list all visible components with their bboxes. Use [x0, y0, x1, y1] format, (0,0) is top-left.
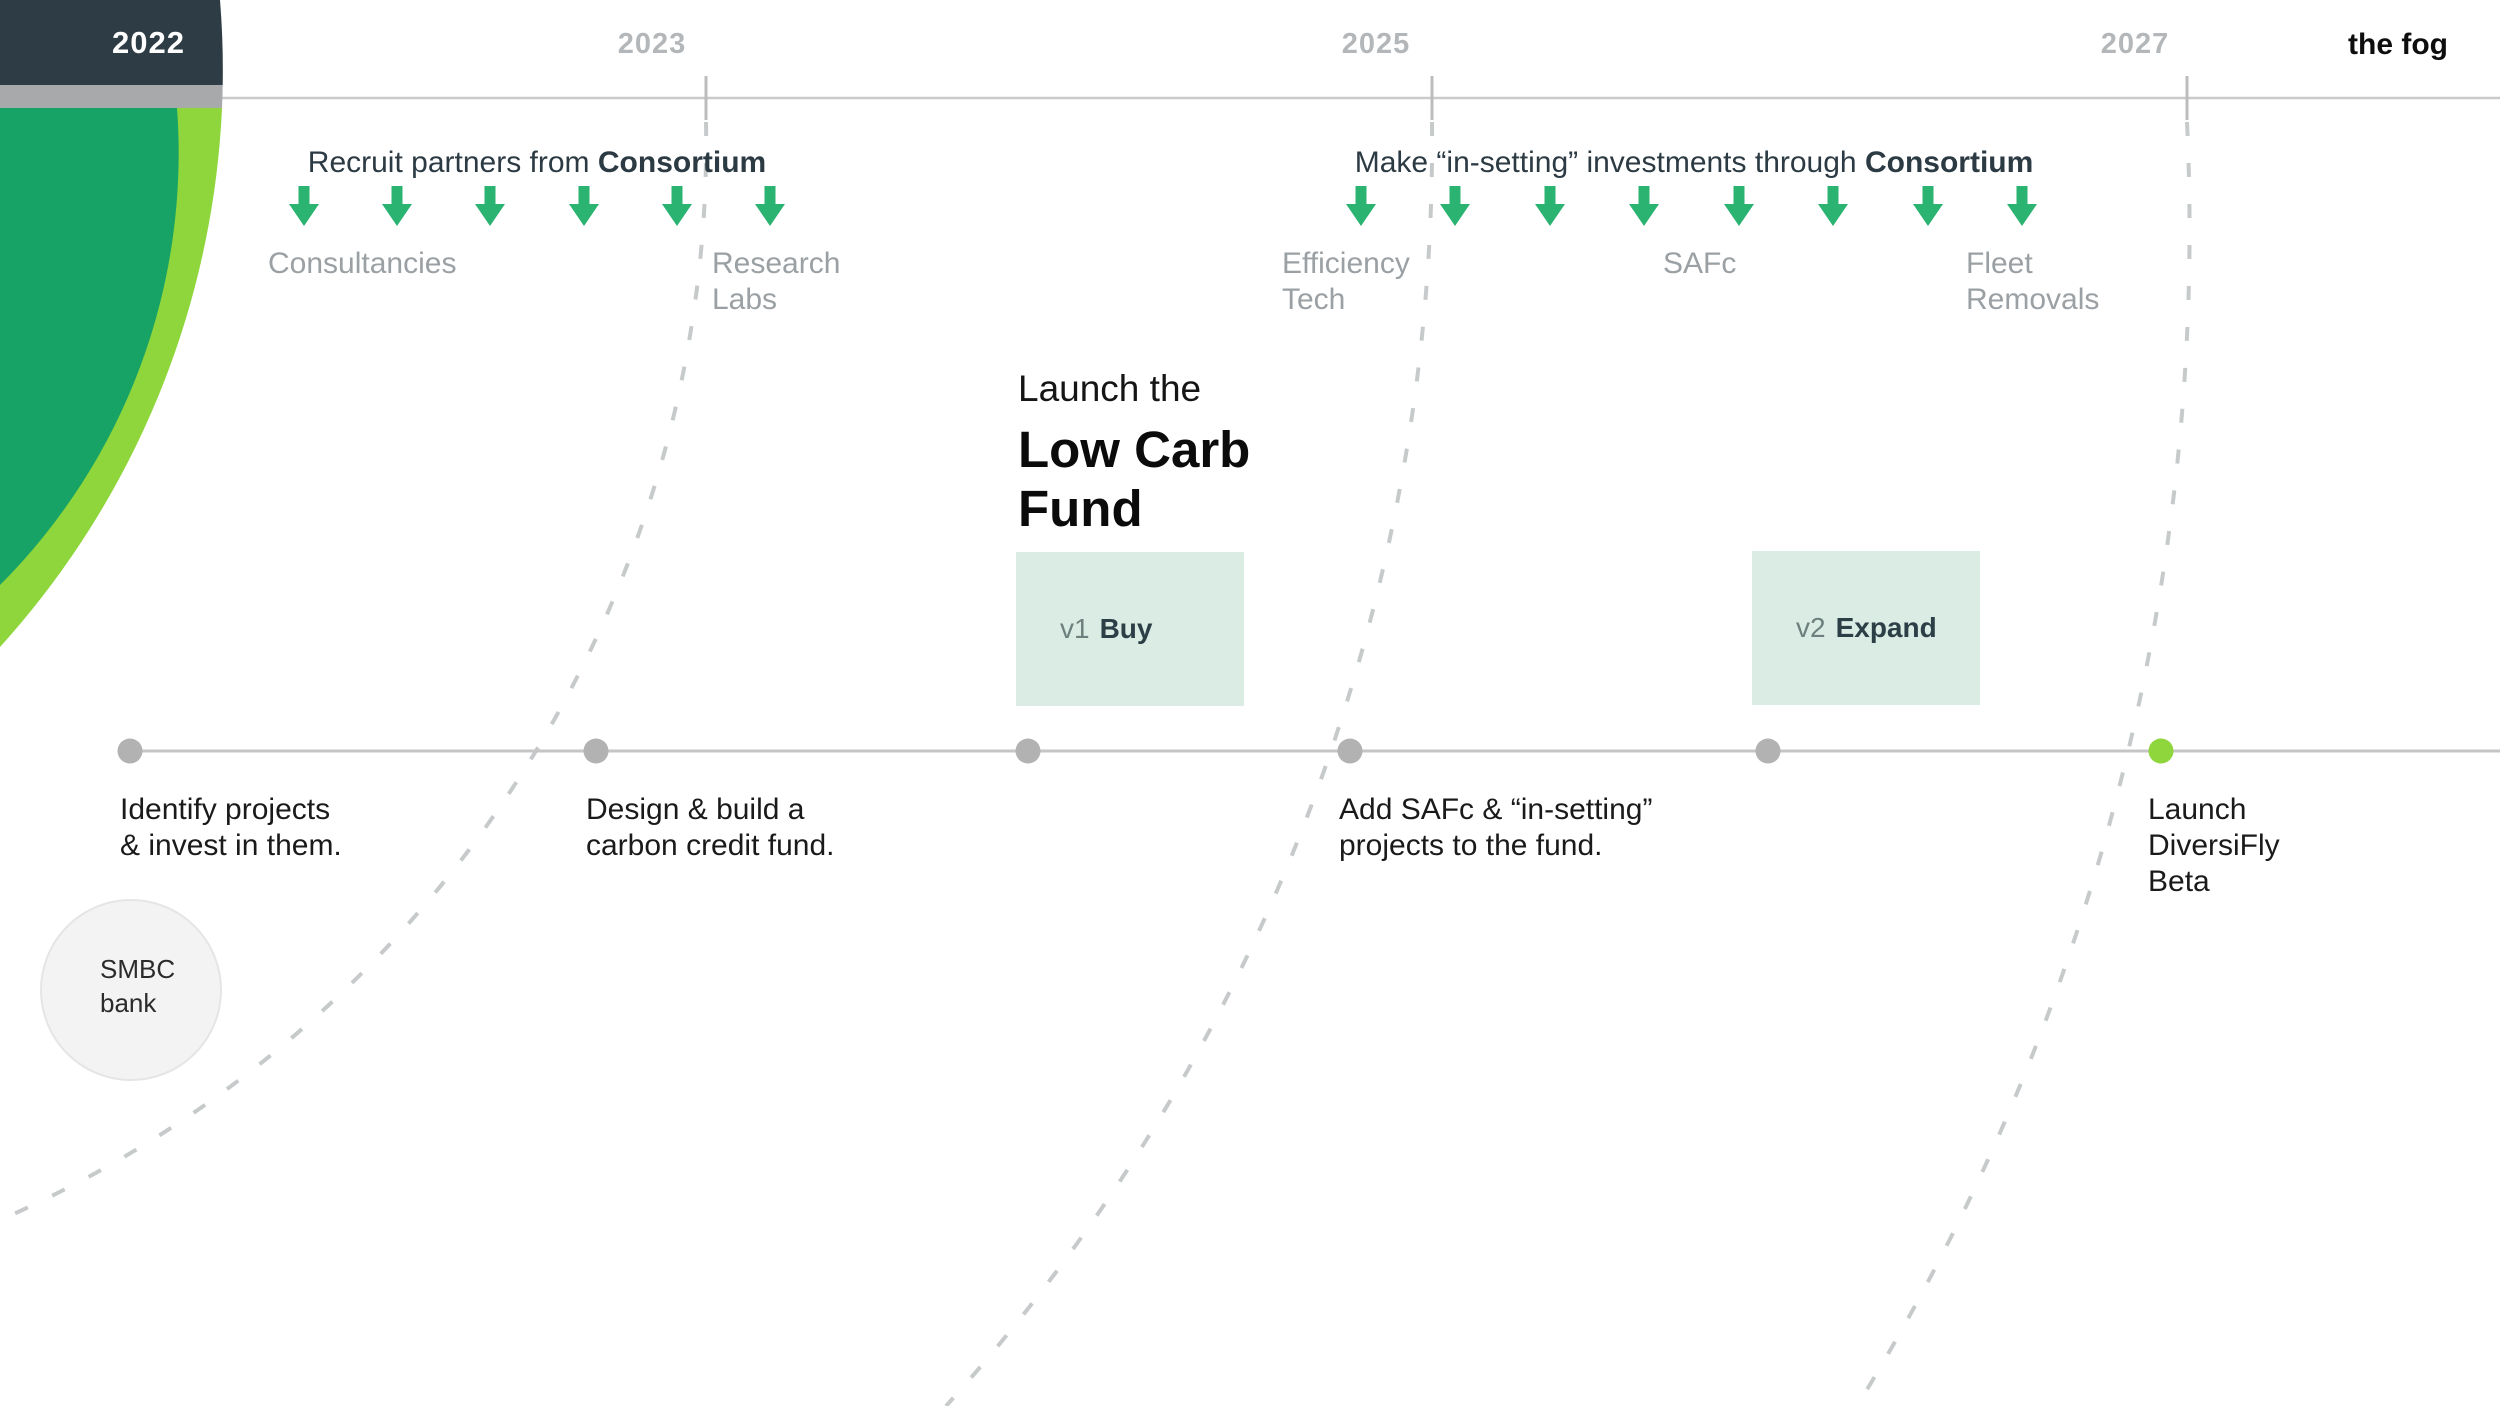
- label-safc: SAFc: [1663, 247, 1737, 280]
- timeline-dot-3: [1015, 738, 1041, 764]
- down-arrow-icon: [1912, 186, 1943, 226]
- partner-line2: bank: [100, 988, 157, 1018]
- down-arrow-icon: [568, 186, 599, 226]
- milestone-launch-diversifly: Launch DiversiFly Beta: [2148, 792, 2280, 900]
- label-research-line2: Labs: [712, 283, 778, 316]
- fund-title-intro: Launch the: [1018, 368, 1202, 409]
- down-arrow-icon: [1723, 186, 1754, 226]
- down-arrow-icon: [661, 186, 692, 226]
- milestone-4-line2: DiversiFly: [2148, 829, 2280, 862]
- year-label-2025: 2025: [1341, 28, 1411, 60]
- label-efficiency-tech: Efficiency Tech: [1282, 246, 1410, 318]
- milestone-1-line1: Identify projects: [120, 793, 331, 826]
- milestone-4-line3: Beta: [2148, 865, 2210, 898]
- down-arrow-icon: [1534, 186, 1565, 226]
- fund-title-name: Low Carb Fund: [1018, 420, 1250, 538]
- milestone-2-line1: Design & build a: [586, 793, 805, 826]
- timeline-dot-4: [1337, 738, 1363, 764]
- milestone-add-safc: Add SAFc & “in-setting” projects to the …: [1339, 792, 1652, 864]
- down-arrow-icon: [1629, 186, 1660, 226]
- label-research-labs: Research Labs: [712, 246, 840, 318]
- insetting-header-text: Make “in-setting” investments through: [1354, 146, 1865, 179]
- green-arc-shape: [0, 108, 179, 585]
- insetting-arrows-row: [1346, 186, 2037, 226]
- insetting-header-consortium: Consortium: [1864, 146, 2034, 179]
- timeline-dot-2: [583, 738, 609, 764]
- v1-prefix: v1: [1060, 613, 1090, 644]
- timeline-dot-1: [117, 738, 143, 764]
- recruit-header-consortium: Consortium: [597, 146, 767, 179]
- label-fleet-line1: Fleet: [1966, 247, 2033, 280]
- label-fleet-removals: Fleet Removals: [1966, 246, 2099, 318]
- partner-circle-shape: [40, 899, 222, 1081]
- insetting-section-header: Make “in-setting” investments through Co…: [1294, 146, 2094, 180]
- v2-label: Expand: [1835, 612, 1937, 643]
- recruit-section-header: Recruit partners from Consortium: [237, 146, 837, 180]
- down-arrow-icon: [2006, 186, 2037, 226]
- partner-line1: SMBC: [100, 954, 176, 984]
- timeline-dot-green: [2148, 738, 2174, 764]
- label-efficiency-line2: Tech: [1282, 283, 1346, 316]
- v1-buy-box: v1 Buy: [1016, 552, 1244, 706]
- year-label-2023: 2023: [617, 28, 687, 60]
- label-fleet-line2: Removals: [1966, 283, 2100, 316]
- fog-label: the fog: [2348, 28, 2448, 61]
- fund-title-block: Launch the Low Carb Fund: [1018, 368, 1250, 538]
- down-arrow-icon: [382, 186, 413, 226]
- milestone-identify-projects: Identify projects & invest in them.: [120, 792, 342, 864]
- fund-name-line2: Fund: [1018, 480, 1143, 537]
- down-arrow-icon: [289, 186, 319, 226]
- milestone-design-fund: Design & build a carbon credit fund.: [586, 792, 834, 864]
- down-arrow-icon: [1818, 186, 1849, 226]
- v1-label: Buy: [1099, 613, 1153, 644]
- milestone-3-line1: Add SAFc & “in-setting”: [1339, 793, 1653, 826]
- v2-prefix: v2: [1796, 612, 1826, 643]
- timeline-dot-5: [1755, 738, 1781, 764]
- milestone-4-line1: Launch: [2148, 793, 2247, 826]
- fund-name-line1: Low Carb: [1018, 421, 1251, 478]
- label-consultancies: Consultancies: [268, 247, 457, 280]
- label-efficiency-line1: Efficiency: [1282, 247, 1410, 280]
- down-arrow-icon: [1346, 186, 1376, 226]
- milestone-1-line2: & invest in them.: [120, 829, 342, 862]
- recruit-header-text: Recruit partners from: [307, 146, 598, 179]
- dashed-arc-2023: [0, 121, 709, 1222]
- milestone-3-line2: projects to the fund.: [1339, 829, 1603, 862]
- milestone-2-line2: carbon credit fund.: [586, 829, 835, 862]
- v2-expand-box: v2 Expand: [1752, 551, 1980, 705]
- year-2022-block: [0, 0, 223, 85]
- partner-circle-label: SMBC bank: [100, 952, 175, 1020]
- down-arrow-icon: [754, 186, 785, 226]
- year-label-2022: 2022: [112, 25, 185, 60]
- gray-bar: [0, 85, 223, 108]
- down-arrow-icon: [1440, 186, 1471, 226]
- year-label-2027: 2027: [2100, 28, 2170, 60]
- label-research-line1: Research: [712, 247, 841, 280]
- down-arrow-icon: [475, 186, 506, 226]
- dashed-arc-2025: [944, 121, 1435, 1406]
- recruit-arrows-row: [289, 186, 785, 226]
